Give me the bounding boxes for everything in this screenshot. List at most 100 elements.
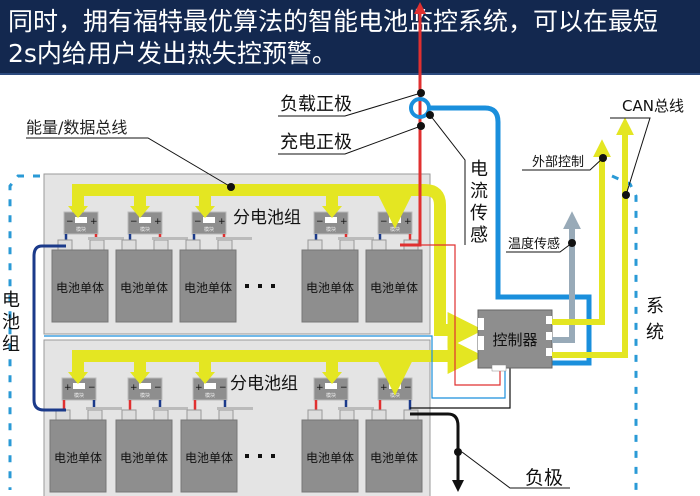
cell-terminal xyxy=(89,239,105,251)
module-label: 模块 xyxy=(390,392,400,399)
battery-module-unit: 模块+−电池单体 xyxy=(115,377,188,493)
terminal-sign: − xyxy=(404,383,412,393)
battery-cell-label: 电池单体 xyxy=(370,281,418,295)
cell-terminal xyxy=(153,409,169,421)
battery-cell xyxy=(115,249,173,323)
cell-terminal xyxy=(87,409,103,421)
module-indicator xyxy=(75,217,87,223)
energy-data-bus-label: 能量/数据总线 xyxy=(26,118,127,137)
battery-pack-label: 电 池 组 xyxy=(2,290,20,355)
busbar xyxy=(152,407,188,410)
sense-wiring xyxy=(44,244,511,409)
cell-terminal xyxy=(339,239,355,251)
can-bus-label: CAN总线 xyxy=(622,97,684,115)
svg-text:传: 传 xyxy=(470,203,488,224)
busbar xyxy=(88,237,124,240)
busbar xyxy=(86,407,122,410)
busbar xyxy=(152,237,188,240)
module-label: 模块 xyxy=(326,392,336,399)
controller-label: 控制器 xyxy=(492,331,537,349)
ellipsis-dot xyxy=(258,454,262,458)
battery-module-unit: 模块−+电池单体 xyxy=(301,211,374,323)
cell-terminal xyxy=(339,409,355,421)
cell-terminal xyxy=(153,239,169,251)
module-label: 模块 xyxy=(204,226,214,233)
can-bus-line xyxy=(552,117,634,358)
module-label: 模块 xyxy=(140,392,150,399)
battery-cell-label: 电池单体 xyxy=(120,281,168,295)
terminal-sign: + xyxy=(130,383,138,393)
terminal-sign: − xyxy=(88,383,96,393)
terminal-sign: + xyxy=(218,217,226,227)
battery-cell-label: 电池单体 xyxy=(56,281,104,295)
module-label: 模块 xyxy=(140,226,150,233)
module-indicator xyxy=(139,383,151,389)
temperature-sensor-label: 温度传感 xyxy=(508,236,560,252)
svg-text:池: 池 xyxy=(2,312,20,333)
slide-header: 同时，拥有福特最优算法的智能电池监控系统，可以在最短 2s内给用户发出热失控预警… xyxy=(0,0,700,75)
svg-text:系: 系 xyxy=(646,296,664,317)
module-label: 模块 xyxy=(205,392,215,399)
cell-terminal xyxy=(121,409,137,421)
cell-terminal xyxy=(218,409,234,421)
battery-cell xyxy=(179,249,237,323)
ellipsis-dot xyxy=(258,284,262,288)
module-indicator xyxy=(203,217,215,223)
ellipsis-dot xyxy=(271,284,275,288)
terminal-sign: + xyxy=(340,217,348,227)
module-label: 模块 xyxy=(326,226,336,233)
temperature-sense-line xyxy=(552,211,581,343)
busbar xyxy=(217,407,253,410)
sub-pack-label-bottom: 分电池组 xyxy=(230,374,298,394)
bus-down-arrows xyxy=(68,206,405,384)
module-label: 模块 xyxy=(74,392,84,399)
battery-cell xyxy=(301,249,359,323)
energy-data-bus xyxy=(72,190,484,378)
battery-cell xyxy=(180,419,238,493)
terminal-sign: + xyxy=(380,383,388,393)
terminal-sign: + xyxy=(64,383,72,393)
negative-label: 负极 xyxy=(525,467,563,489)
cell-terminal xyxy=(121,239,137,251)
battery-cell-label: 电池单体 xyxy=(306,451,354,465)
terminal-sign: − xyxy=(219,383,227,393)
terminal-sign: + xyxy=(404,217,412,227)
battery-module-unit: 模块− + 电池单体 xyxy=(179,211,252,323)
current-sensor-label: 电 流 传 感 xyxy=(470,159,488,246)
battery-cell-label: 电池单体 xyxy=(120,451,168,465)
positive-line xyxy=(400,2,426,247)
battery-cell xyxy=(301,419,359,493)
terminal-sign: − xyxy=(194,217,202,227)
battery-pack-boundary xyxy=(8,174,638,490)
battery-cell-label: 电池单体 xyxy=(370,451,418,465)
external-control-label: 外部控制 xyxy=(532,155,584,170)
header-line-2: 2s内给用户发出热失控预警。 xyxy=(8,39,337,68)
ellipsis-dot xyxy=(245,454,249,458)
battery-module-unit: 模块−+电池单体 xyxy=(115,211,188,323)
battery-cell-label: 电池单体 xyxy=(184,281,232,295)
terminal-sign: + xyxy=(316,383,324,393)
battery-module-unit: 模块+−电池单体 xyxy=(180,377,253,493)
battery-module-unit: 模块+−电池单体 xyxy=(49,377,122,493)
load-positive-label: 负载正极 xyxy=(280,94,352,115)
cell-terminal xyxy=(217,239,233,251)
module-label: 模块 xyxy=(390,226,400,233)
module-indicator xyxy=(325,217,337,223)
cell-terminal xyxy=(371,239,387,251)
sub-pack-label-top: 分电池组 xyxy=(233,208,301,228)
header-line-1: 同时，拥有福特最优算法的智能电池监控系统，可以在最短 xyxy=(8,7,659,36)
cell-terminal xyxy=(186,409,202,421)
terminal-sign: − xyxy=(316,217,324,227)
battery-cell-label: 电池单体 xyxy=(185,451,233,465)
module-indicator xyxy=(325,383,337,389)
cell-terminal xyxy=(307,409,323,421)
cell-terminal xyxy=(185,239,201,251)
battery-cell xyxy=(365,419,423,493)
busbar xyxy=(338,407,374,410)
terminal-sign: − xyxy=(130,217,138,227)
terminal-sign: + xyxy=(90,217,98,227)
svg-text:电: 电 xyxy=(470,159,488,180)
battery-cell xyxy=(365,249,423,323)
module-label: 模块 xyxy=(76,226,86,233)
external-control-line xyxy=(552,139,611,325)
